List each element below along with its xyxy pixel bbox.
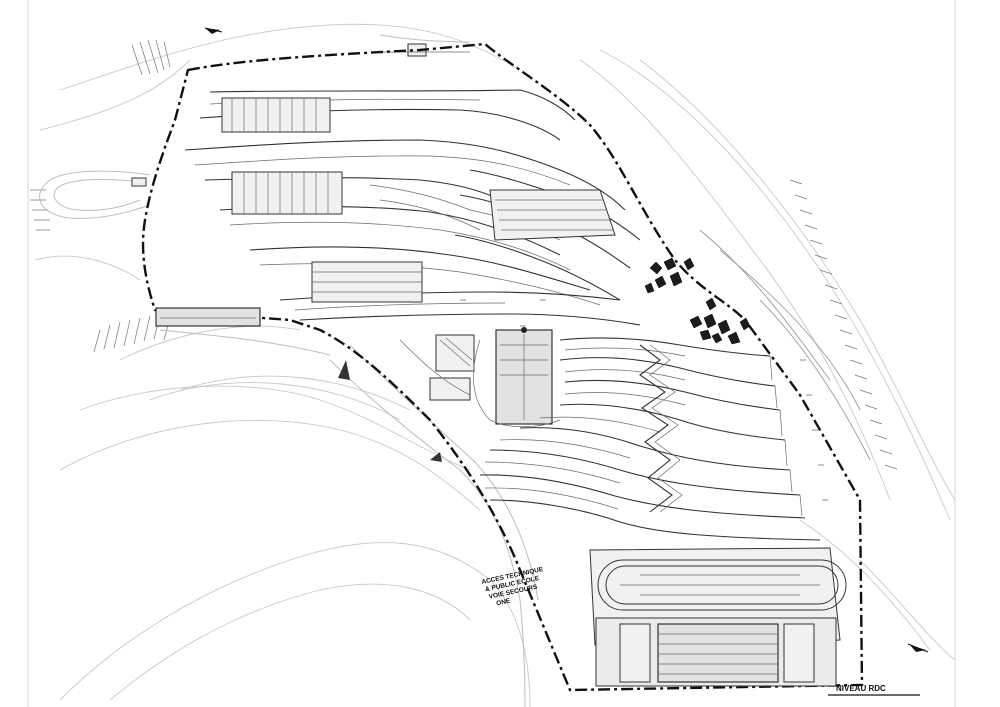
- access-label: ACCES TECHNIQUE & PUBLIC ECOLE VOIE SECO…: [481, 566, 551, 610]
- north-arrow-icon: [204, 27, 223, 34]
- dimension-marks: [460, 299, 828, 501]
- slope-hatching: [30, 39, 898, 470]
- access-roads: [159, 34, 539, 707]
- marker-point: [521, 327, 527, 333]
- turnaround-road: [39, 170, 151, 219]
- upper-terraces: [184, 89, 641, 326]
- entry-arrow-icon: [338, 360, 442, 462]
- compass-marker-icon: [907, 643, 929, 653]
- gate-structure: [131, 177, 147, 187]
- site-boundary: [141, 42, 864, 692]
- central-buildings: [399, 327, 561, 428]
- sports-complex: [589, 547, 847, 687]
- level-label: NIVEAU RDC: [836, 684, 886, 693]
- grandstand-blocks: [221, 97, 616, 303]
- rock-clusters: [644, 257, 751, 345]
- west-block: [155, 307, 261, 327]
- lower-terraces: [479, 337, 821, 541]
- terrain-contours: [34, 23, 956, 707]
- running-track: [597, 559, 847, 611]
